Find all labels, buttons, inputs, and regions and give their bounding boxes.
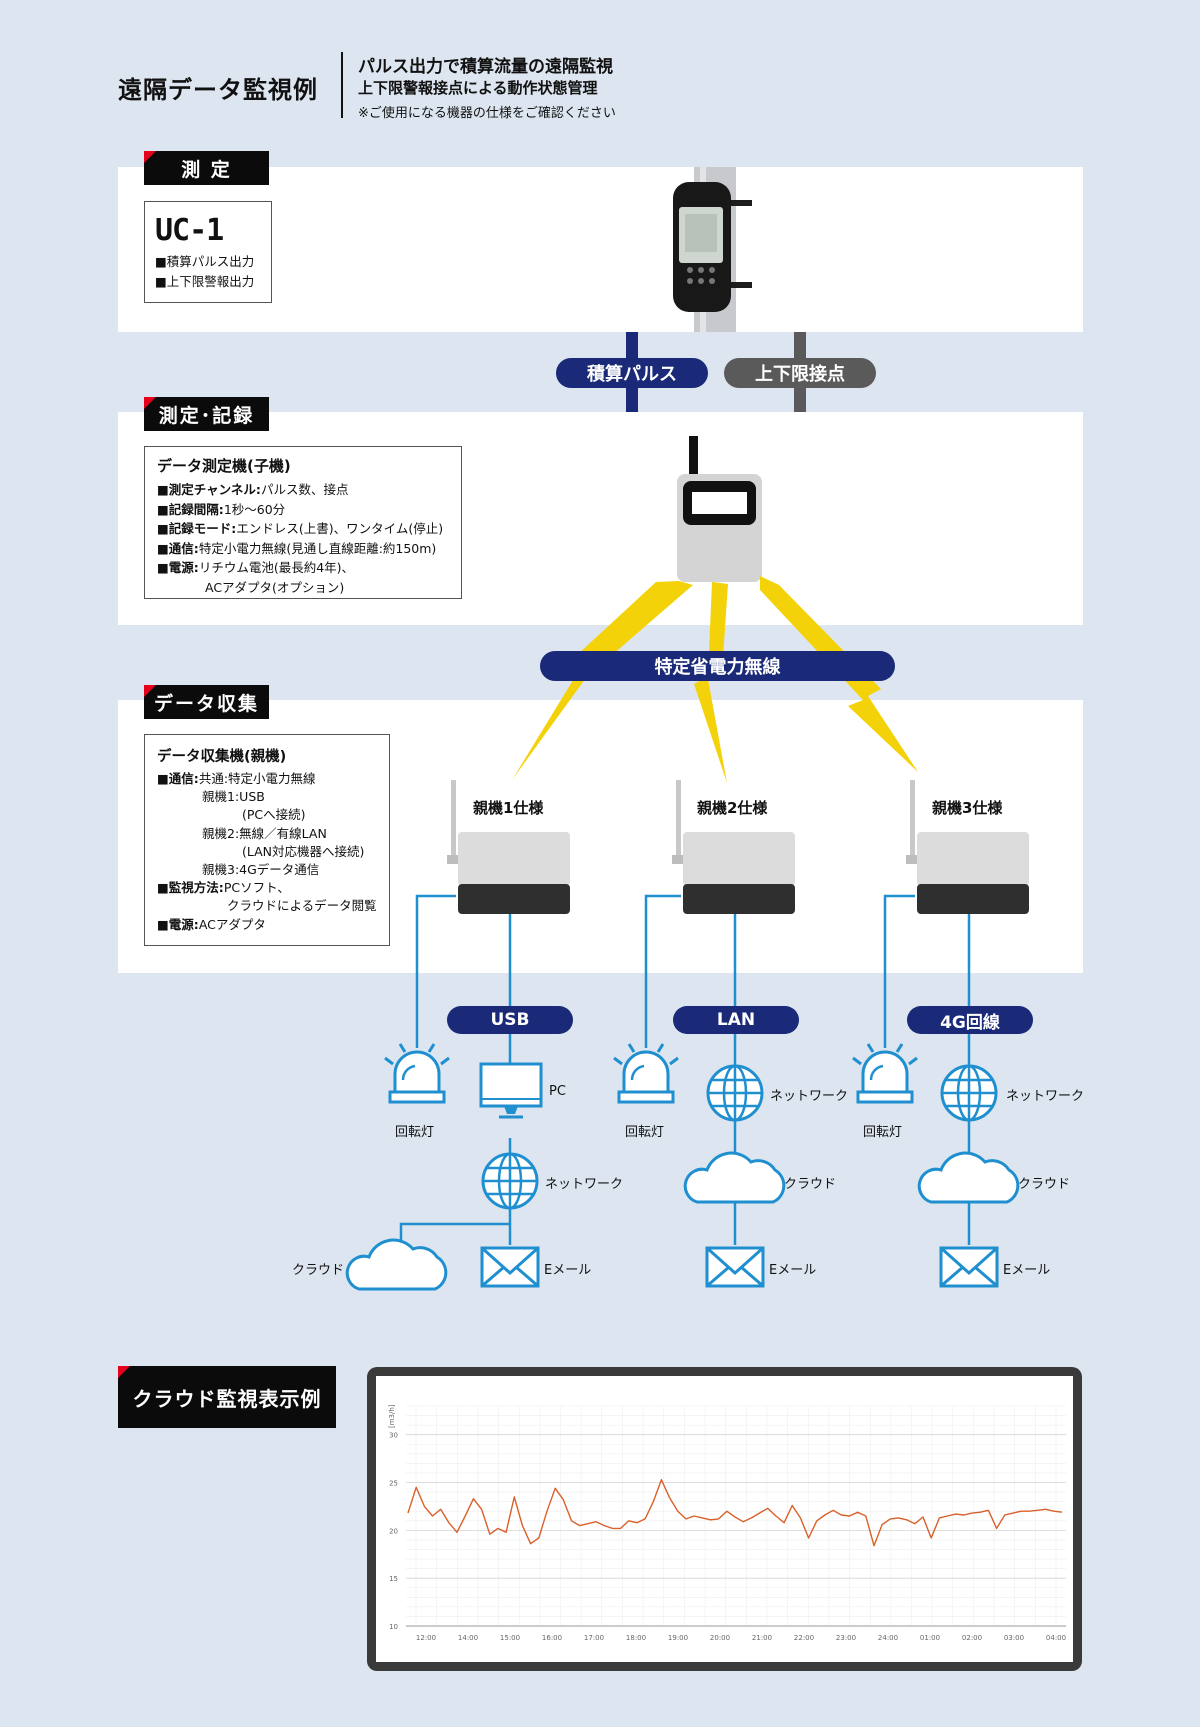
network-icon <box>706 1064 764 1122</box>
radio-pill: 特定省電力無線 <box>540 651 895 681</box>
child-unit-info-box: データ測定機(子機) ■測定チャンネル:パルス数、接点 ■記録間隔:1秒〜60分… <box>144 446 462 599</box>
unit2-label: 親機2仕様 <box>697 799 768 817</box>
child-unit-title: データ測定機(子機) <box>157 457 291 475</box>
rotating-lamp-icon <box>383 1042 451 1104</box>
email-icon <box>705 1246 765 1288</box>
spec-line: ■電源:リチウム電池(最長約4年)、 <box>157 560 355 575</box>
spec-line: ■記録モード:エンドレス(上書)、ワンタイム(停止) <box>157 521 444 536</box>
x-tick-label: 01:00 <box>920 1634 940 1642</box>
spec-line: ACアダプタ(オプション) <box>205 579 345 595</box>
x-tick-label: 20:00 <box>710 1634 730 1642</box>
email-icon <box>480 1246 540 1288</box>
pulse-pill: 積算パルス <box>556 358 708 388</box>
x-tick-label: 12:00 <box>416 1634 436 1642</box>
unit3-label: 親機3仕様 <box>932 799 1003 817</box>
uc1-model: UC-1 <box>155 213 224 248</box>
tab-cloud: クラウド監視表示例 <box>118 1366 336 1428</box>
spec-line: 親機2:無線／有線LAN <box>202 825 327 841</box>
tab-measure: 測 定 <box>144 151 269 185</box>
chart-frame <box>367 1367 1082 1671</box>
spec-line: 親機3:4Gデータ通信 <box>202 862 320 878</box>
y-tick-label: 30 <box>389 1432 398 1440</box>
chart-screen <box>376 1376 1073 1662</box>
y-tick-label: 25 <box>389 1480 398 1488</box>
x-tick-label: 19:00 <box>668 1634 688 1642</box>
4g-pill: 4G回線 <box>907 1006 1033 1034</box>
x-tick-label: 22:00 <box>794 1634 814 1642</box>
spec-line: ■記録間隔:1秒〜60分 <box>157 501 286 517</box>
uc1-item: ■上下限警報出力 <box>155 273 255 289</box>
x-tick-label: 14:00 <box>458 1634 478 1642</box>
measure-band <box>118 167 1083 332</box>
x-tick-label: 23:00 <box>836 1634 856 1642</box>
rotating-lamp-icon <box>612 1042 680 1104</box>
header-line-2: 上下限警報接点による動作状態管理 <box>358 79 598 97</box>
x-tick-label: 16:00 <box>542 1634 562 1642</box>
spec-line: ■通信:特定小電力無線(見通し直線距離:約150m) <box>157 540 437 556</box>
x-tick-label: 18:00 <box>626 1634 646 1642</box>
series-line <box>407 1478 1063 1547</box>
email-label: Eメール <box>1003 1263 1051 1278</box>
header-line-1: パルス出力で積算流量の遠隔監視 <box>358 57 613 77</box>
cloud-icon <box>683 1151 786 1204</box>
pc-label: PC <box>549 1084 566 1099</box>
email-label: Eメール <box>544 1263 592 1278</box>
x-tick-label: 21:00 <box>752 1634 772 1642</box>
lightning-bolt <box>694 582 728 783</box>
y-tick-label: 10 <box>389 1623 398 1631</box>
title-divider <box>341 52 343 118</box>
lamp-label: 回転灯 <box>863 1125 903 1140</box>
network-label: ネットワーク <box>770 1089 849 1104</box>
spec-line: ■電源:ACアダプタ <box>157 916 266 932</box>
y-axis-label: [m3/h] <box>388 1404 396 1428</box>
network-label: ネットワーク <box>545 1177 624 1192</box>
usb-pill: USB <box>447 1006 573 1034</box>
spec-line: ■測定チャンネル:パルス数、接点 <box>157 482 349 497</box>
cloud-label: クラウド <box>292 1263 345 1278</box>
tab-record: 測定･記録 <box>144 397 269 431</box>
header-note: ※ご使用になる機器の仕様をご確認ください <box>358 106 616 121</box>
x-tick-label: 24:00 <box>878 1634 898 1642</box>
spec-line: (PCへ接続) <box>242 807 306 823</box>
email-icon <box>939 1246 999 1288</box>
cloud-icon <box>345 1238 448 1291</box>
tab-collect: データ収集 <box>144 685 269 719</box>
x-tick-label: 17:00 <box>584 1634 604 1642</box>
cloud-label: クラウド <box>1018 1177 1071 1192</box>
network-icon <box>481 1152 539 1210</box>
x-tick-label: 03:00 <box>1004 1634 1024 1642</box>
network-label: ネットワーク <box>1006 1089 1085 1104</box>
y-tick-label: 20 <box>389 1527 398 1535</box>
spec-line: 親機1:USB <box>202 789 265 805</box>
lan-pill: LAN <box>673 1006 799 1034</box>
email-label: Eメール <box>769 1263 817 1278</box>
x-tick-label: 02:00 <box>962 1634 982 1642</box>
cloud-monitor-chart: 10 15 20 25 30 [m3/h] 12:00 14:00 15:00 16:00 17:0… <box>388 1404 1066 1642</box>
spec-line: ■通信:共通:特定小電力無線 <box>157 771 316 786</box>
y-tick-label: 15 <box>389 1575 398 1583</box>
unit1-label: 親機1仕様 <box>473 799 544 817</box>
parent-unit-info-box: データ収集機(親機) ■通信:共通:特定小電力無線 親機1:USB (PCへ接続… <box>144 734 390 946</box>
page-title: 遠隔データ監視例 <box>118 76 318 104</box>
uc1-info-box: UC-1 ■積算パルス出力 ■上下限警報出力 <box>144 201 272 303</box>
rotating-lamp-icon <box>851 1042 919 1104</box>
contact-pill: 上下限接点 <box>724 358 876 388</box>
pc-icon <box>479 1062 543 1119</box>
lamp-label: 回転灯 <box>625 1125 665 1140</box>
spec-line: ■監視方法:PCソフト、 <box>157 880 290 896</box>
parent-unit-title: データ収集機(親機) <box>157 749 287 765</box>
uc1-item: ■積算パルス出力 <box>155 254 255 269</box>
cloud-icon <box>917 1151 1020 1204</box>
spec-line: (LAN対応機器へ接続) <box>242 843 365 859</box>
network-icon <box>940 1064 998 1122</box>
x-tick-label: 04:00 <box>1046 1634 1066 1642</box>
spec-line: クラウドによるデータ閲覧 <box>227 898 377 914</box>
x-tick-label: 15:00 <box>500 1634 520 1642</box>
cloud-label: クラウド <box>784 1177 837 1192</box>
lamp-label: 回転灯 <box>395 1125 435 1140</box>
